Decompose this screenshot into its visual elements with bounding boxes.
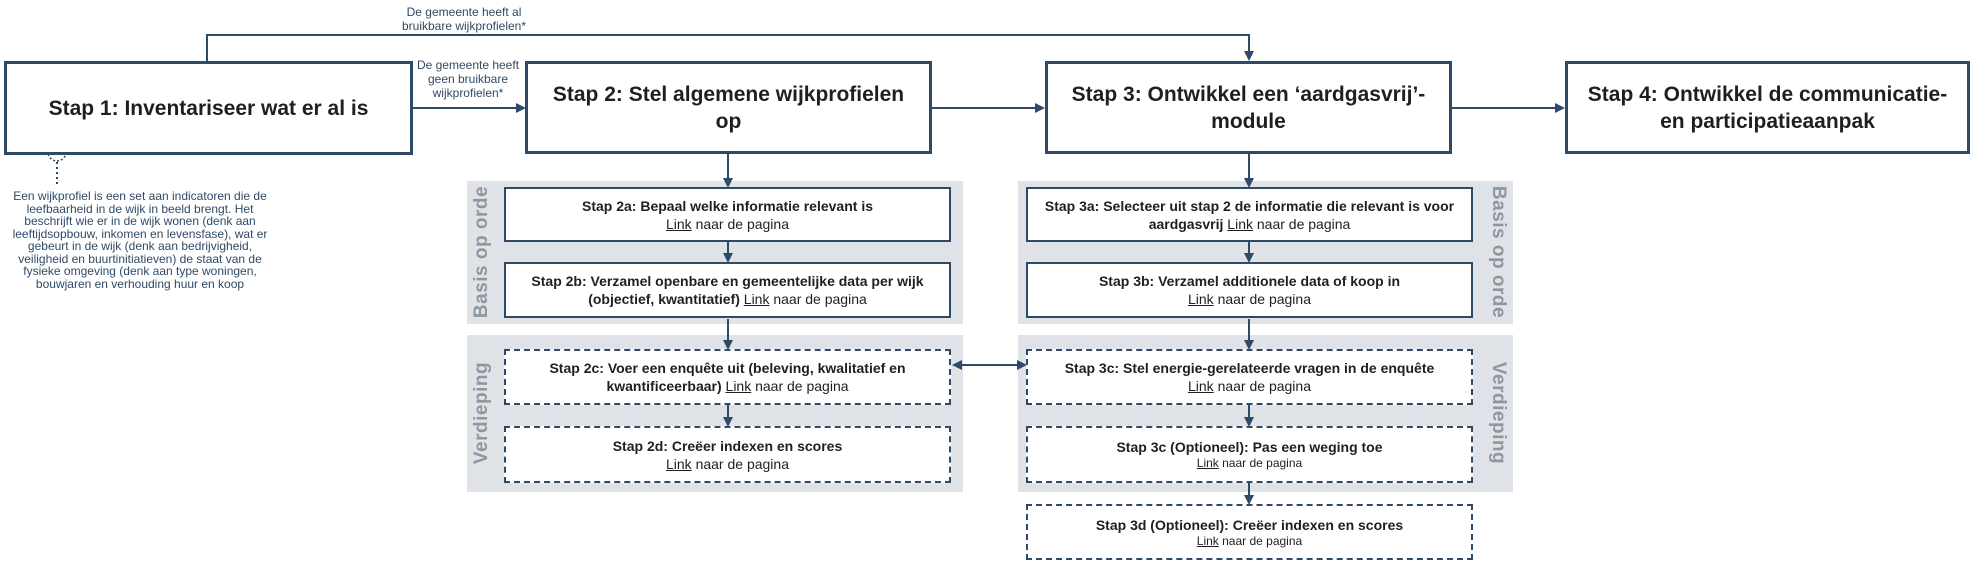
step-3-title: Stap 3: Ontwikkel een ‘aardgasvrij’-modu… xyxy=(1071,82,1426,133)
step-3c-link-suffix: naar de pagina xyxy=(1213,378,1311,394)
step-3c-optional-link-line: Link naar de pagina xyxy=(1197,456,1302,471)
note-has-profiles: De gemeente heeft al bruikbare wijkprofi… xyxy=(401,5,527,33)
step-3c-optional-link[interactable]: Link xyxy=(1196,456,1219,470)
step-2c-box: Stap 2c: Voer een enquête uit (beleving,… xyxy=(504,349,951,405)
step-2-box: Stap 2: Stel algemene wijkprofielen op xyxy=(525,61,932,154)
step-3b-link-suffix: naar de pagina xyxy=(1213,291,1311,307)
step-3d-optional-link-suffix: naar de pagina xyxy=(1218,533,1303,548)
step-2a-link-suffix: naar de pagina xyxy=(691,215,789,232)
step-2c-text-line: Stap 2c: Voer een enquête uit (beleving,… xyxy=(516,359,939,395)
step-2c-link[interactable]: Link xyxy=(725,378,752,394)
step-3b-link[interactable]: Link xyxy=(1188,291,1214,307)
step-3a-link-suffix: naar de pagina xyxy=(1252,215,1351,232)
step-1-title: Stap 1: Inventariseer wat er al is xyxy=(48,96,369,120)
step-3c-link[interactable]: Link xyxy=(1188,378,1214,394)
step-3-box: Stap 3: Ontwikkel een ‘aardgasvrij’-modu… xyxy=(1045,61,1452,154)
step-3a-title: Stap 3a: Selecteer uit stap 2 de informa… xyxy=(1044,197,1455,232)
step-2d-box: Stap 2d: Creëer indexen en scores Link n… xyxy=(504,426,951,483)
step-4-box: Stap 4: Ontwikkel de communicatie- en pa… xyxy=(1565,61,1970,154)
note-no-profiles: De gemeente heeft geen bruikbare wijkpro… xyxy=(416,58,520,100)
step-3c-optional-box: Stap 3c (Optioneel): Pas een weging toe … xyxy=(1026,426,1473,483)
step-3c-link-line: Link naar de pagina xyxy=(1188,377,1311,395)
step-3b-title: Stap 3b: Verzamel additionele data of ko… xyxy=(1098,273,1401,289)
arrow-step1-to-step3 xyxy=(206,34,1254,61)
step-2b-link-suffix: naar de pagina xyxy=(769,291,867,307)
step-2a-link-line: Link naar de pagina xyxy=(666,215,789,233)
wijkprofiel-description: Een wijkprofiel is een set aan indicator… xyxy=(12,189,268,291)
step-2d-title: Stap 2d: Creëer indexen en scores xyxy=(612,437,843,454)
step-3d-optional-link[interactable]: Link xyxy=(1196,533,1219,548)
step-2d-link[interactable]: Link xyxy=(666,455,692,472)
step-2a-link[interactable]: Link xyxy=(666,215,692,232)
step-2a-box: Stap 2a: Bepaal welke informatie relevan… xyxy=(504,187,951,242)
step-3c-title: Stap 3c: Stel energie-gerelateerde vrage… xyxy=(1064,360,1435,376)
step-2c-title: Stap 2c: Voer een enquête uit (beleving,… xyxy=(549,360,906,394)
step-2b-box: Stap 2b: Verzamel openbare en gemeenteli… xyxy=(504,262,951,318)
step-3c-box: Stap 3c: Stel energie-gerelateerde vrage… xyxy=(1026,349,1473,405)
step-1-box: Stap 1: Inventariseer wat er al is xyxy=(4,61,413,155)
step-3d-optional-box: Stap 3d (Optioneel): Creëer indexen en s… xyxy=(1026,504,1473,560)
step-2c-link-suffix: naar de pagina xyxy=(751,378,849,394)
step-3d-optional-title: Stap 3d (Optioneel): Creëer indexen en s… xyxy=(1095,516,1404,533)
step-2b-text-line: Stap 2b: Verzamel openbare en gemeenteli… xyxy=(516,272,939,308)
step-3d-optional-link-line: Link naar de pagina xyxy=(1197,534,1302,549)
step-2d-link-suffix: naar de pagina xyxy=(691,455,789,472)
step-3c-optional-title: Stap 3c (Optioneel): Pas een weging toe xyxy=(1116,439,1383,455)
step-2-title: Stap 2: Stel algemene wijkprofielen op xyxy=(552,82,905,133)
step-3a-link[interactable]: Link xyxy=(1227,215,1253,232)
step-3c-optional-link-suffix: naar de pagina xyxy=(1218,456,1303,470)
step-2b-link[interactable]: Link xyxy=(743,291,770,307)
step-3a-text-line: Stap 3a: Selecteer uit stap 2 de informa… xyxy=(1038,197,1461,233)
step-2d-link-line: Link naar de pagina xyxy=(666,455,789,473)
step-2a-title: Stap 2a: Bepaal welke informatie relevan… xyxy=(581,197,873,214)
step-2b-title: Stap 2b: Verzamel openbare en gemeenteli… xyxy=(531,273,924,307)
step-3b-box: Stap 3b: Verzamel additionele data of ko… xyxy=(1026,262,1473,318)
step-3b-link-line: Link naar de pagina xyxy=(1188,290,1311,308)
step-3a-box: Stap 3a: Selecteer uit stap 2 de informa… xyxy=(1026,187,1473,242)
step-4-title: Stap 4: Ontwikkel de communicatie- en pa… xyxy=(1587,82,1948,133)
